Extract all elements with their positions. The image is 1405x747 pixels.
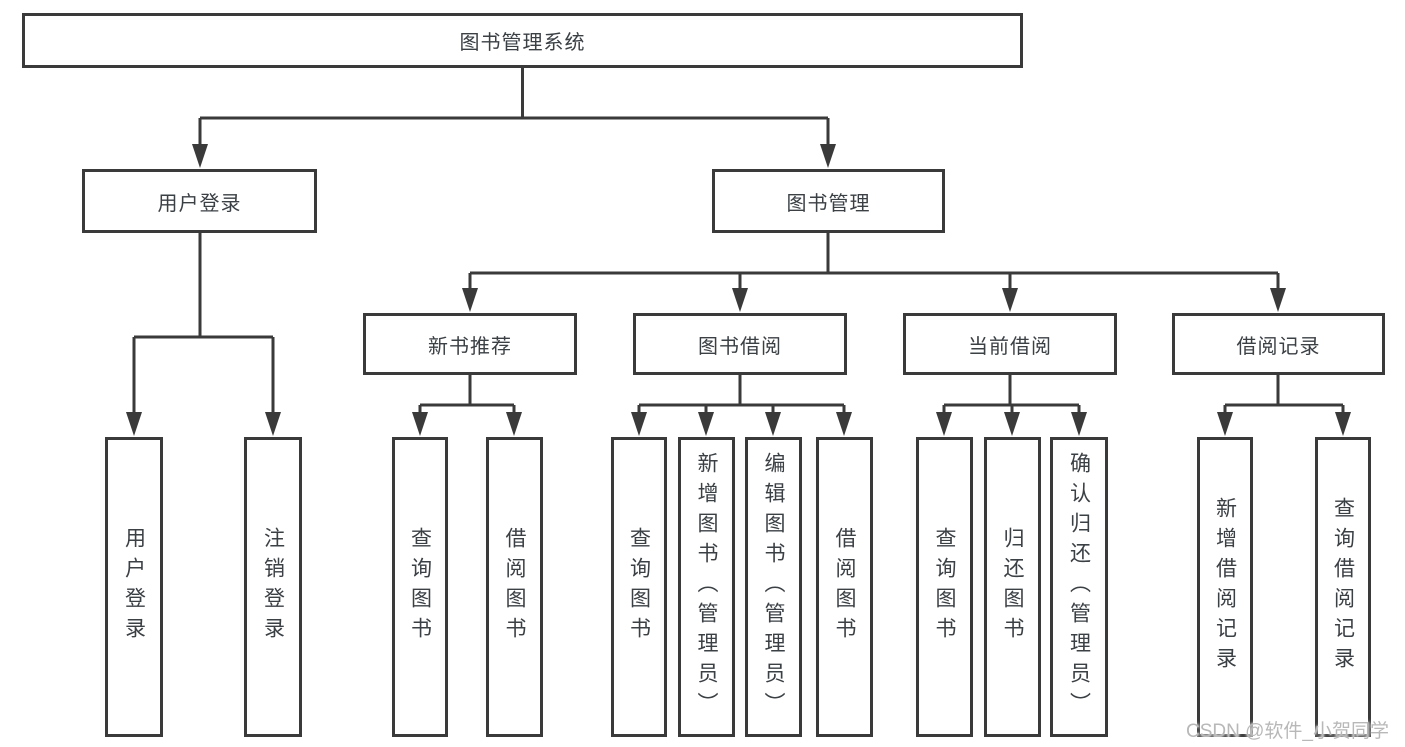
leaf-label: 借阅图书 — [833, 527, 856, 647]
leaf-query-books: 查询图书 — [916, 437, 973, 737]
leaf-label: 用户登录 — [122, 527, 146, 647]
leaf-borrow-books: 借阅图书 — [486, 437, 543, 737]
leaf-logout: 注销登录 — [244, 437, 302, 737]
node-label: 用户登录 — [157, 192, 242, 215]
node-label: 图书管理 — [786, 192, 871, 215]
node-library-management-system: 图书管理系统 — [22, 13, 1023, 68]
leaf-return-book: 归还图书 — [984, 437, 1041, 737]
leaf-edit-book-admin: 编辑图书（管理员） — [745, 437, 802, 737]
leaf-label: 归还图书 — [1001, 527, 1024, 647]
node-book-borrow: 图书借阅 — [633, 313, 847, 375]
leaf-label: 查询图书 — [933, 527, 956, 647]
node-label: 图书借阅 — [698, 335, 782, 358]
leaf-label: 新增借阅记录 — [1213, 497, 1237, 677]
node-label: 当前借阅 — [968, 335, 1052, 358]
node-current-borrow: 当前借阅 — [903, 313, 1117, 375]
node-book-management: 图书管理 — [712, 169, 945, 233]
leaf-label: 查询图书 — [627, 527, 651, 647]
leaf-label: 查询图书 — [408, 527, 432, 647]
node-label: 借阅记录 — [1236, 335, 1321, 358]
node-borrow-records: 借阅记录 — [1172, 313, 1385, 375]
node-new-book-recommend: 新书推荐 — [363, 313, 577, 375]
leaf-add-book-admin: 新增图书（管理员） — [678, 437, 735, 737]
leaf-label: 注销登录 — [261, 527, 285, 647]
leaf-query-borrow-record: 查询借阅记录 — [1315, 437, 1371, 737]
arrowheads — [126, 144, 1351, 436]
node-label: 图书管理系统 — [459, 32, 586, 54]
leaf-label: 编辑图书（管理员） — [762, 452, 785, 722]
leaf-confirm-return-admin: 确认归还（管理员） — [1050, 437, 1108, 737]
leaf-label: 确认归还（管理员） — [1067, 452, 1091, 722]
leaf-label: 新增图书（管理员） — [695, 452, 718, 722]
node-label: 新书推荐 — [428, 335, 512, 358]
node-user-login: 用户登录 — [82, 169, 317, 233]
watermark: CSDN @软件_小贺同学 — [1186, 721, 1389, 742]
leaf-label: 借阅图书 — [503, 527, 526, 647]
leaf-label: 查询借阅记录 — [1331, 497, 1355, 677]
leaf-add-borrow-record: 新增借阅记录 — [1197, 437, 1253, 737]
leaf-borrow-books: 借阅图书 — [816, 437, 873, 737]
leaf-user-login: 用户登录 — [105, 437, 163, 737]
leaf-query-books: 查询图书 — [392, 437, 448, 737]
leaf-query-books: 查询图书 — [611, 437, 667, 737]
